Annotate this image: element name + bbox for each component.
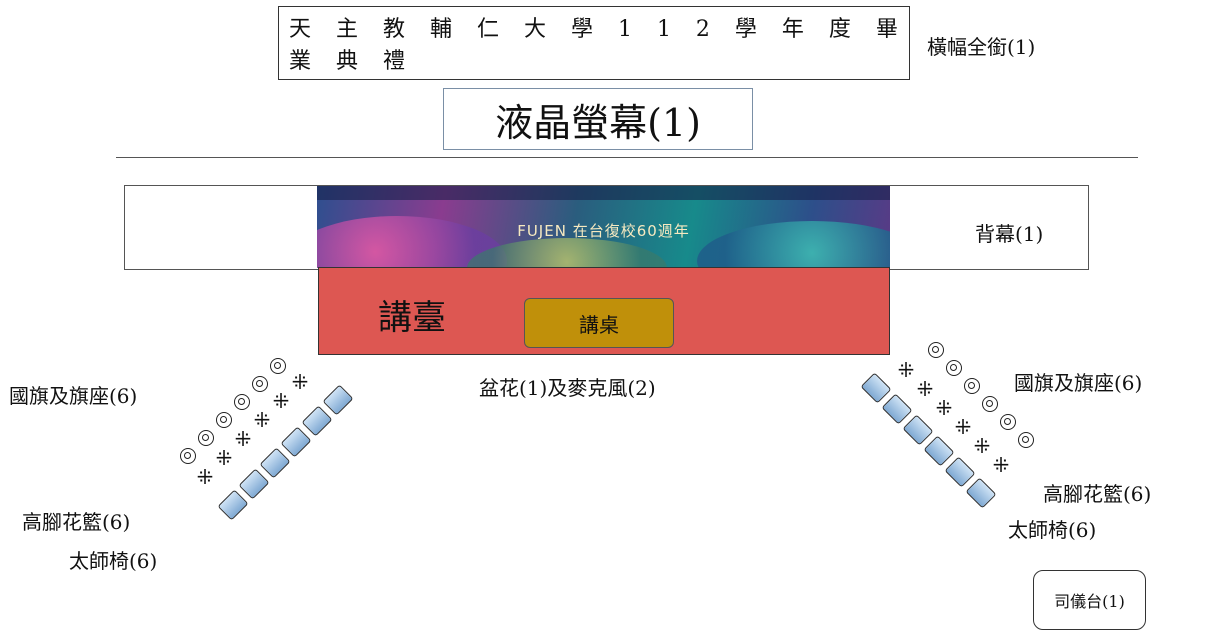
flower-basket-icon: ⁜	[954, 415, 972, 439]
chair-icon	[860, 372, 892, 404]
chair-icon	[280, 426, 312, 458]
flower-basket-icon: ⁜	[897, 358, 915, 382]
banner-text: 天 主 教 輔 仁 大 學 1 1 2 學 年 度 畢 業 典 禮	[289, 17, 907, 74]
flower-basket-icon: ⁜	[916, 377, 934, 401]
left-baskets-label: 高腳花籃(6)	[22, 510, 131, 534]
flower-basket-icon: ⁜	[215, 446, 233, 470]
flag-stand-icon	[216, 412, 232, 428]
chair-icon	[944, 456, 976, 488]
flag-stand-icon	[946, 360, 962, 376]
flag-stand-icon	[234, 394, 250, 410]
lectern-label: 講桌	[579, 312, 619, 337]
right-flags-label: 國旗及旗座(6)	[1014, 371, 1143, 395]
front-divider-line	[116, 157, 1138, 158]
flower-basket-icon: ⁜	[272, 389, 290, 413]
right-baskets-label: 高腳花籃(6)	[1043, 482, 1152, 506]
banner: 天 主 教 輔 仁 大 學 1 1 2 學 年 度 畢 業 典 禮	[278, 6, 910, 80]
lectern: 講桌	[524, 298, 674, 348]
lcd-label: 液晶螢幕(1)	[495, 100, 701, 145]
chair-icon	[923, 435, 955, 467]
lcd-screen: 液晶螢幕(1)	[443, 88, 753, 150]
chair-icon	[965, 477, 997, 509]
flag-stand-icon	[252, 376, 268, 392]
left-flags-label: 國旗及旗座(6)	[9, 384, 138, 408]
left-chairs-label: 太師椅(6)	[69, 549, 158, 573]
flag-stand-icon	[928, 342, 944, 358]
chair-icon	[238, 468, 270, 500]
backdrop-label: 背幕(1)	[975, 222, 1044, 246]
chair-icon	[259, 447, 291, 479]
flag-stand-icon	[198, 430, 214, 446]
backdrop-image: FUJEN 在台復校60週年	[317, 186, 890, 268]
flower-basket-icon: ⁜	[992, 453, 1010, 477]
flowers-microphone-label: 盆花(1)及麥克風(2)	[479, 376, 656, 400]
flag-stand-icon	[1018, 432, 1034, 448]
flower-basket-icon: ⁜	[973, 434, 991, 458]
flag-stand-icon	[964, 378, 980, 394]
chair-icon	[881, 393, 913, 425]
flag-stand-icon	[982, 396, 998, 412]
flower-basket-icon: ⁜	[935, 396, 953, 420]
chair-icon	[322, 384, 354, 416]
flag-stand-icon	[270, 358, 286, 374]
flower-basket-icon: ⁜	[196, 465, 214, 489]
backdrop-image-text: FUJEN 在台復校60週年	[517, 222, 690, 240]
flower-basket-icon: ⁜	[253, 408, 271, 432]
emcee-label: 司儀台(1)	[1054, 592, 1125, 611]
banner-label: 橫幅全銜(1)	[927, 35, 1036, 59]
flower-basket-icon: ⁜	[291, 370, 309, 394]
stage-label: 講臺	[378, 298, 446, 338]
flag-stand-icon	[180, 448, 196, 464]
chair-icon	[902, 414, 934, 446]
flower-basket-icon: ⁜	[234, 427, 252, 451]
flag-stand-icon	[1000, 414, 1016, 430]
chair-icon	[301, 405, 333, 437]
emcee-podium: 司儀台(1)	[1033, 570, 1146, 630]
right-chairs-label: 太師椅(6)	[1008, 518, 1097, 542]
chair-icon	[217, 489, 249, 521]
